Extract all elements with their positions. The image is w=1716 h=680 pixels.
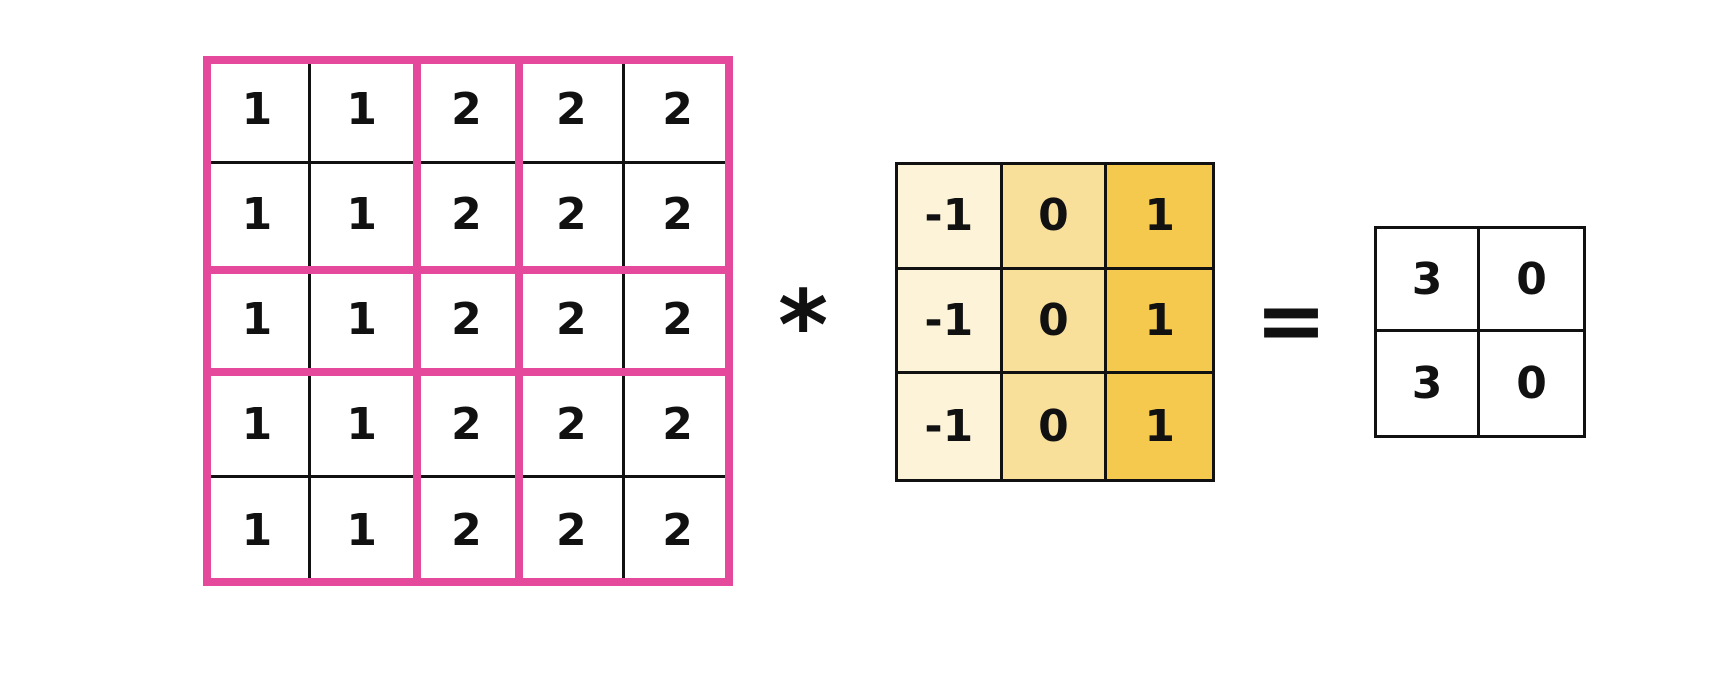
input-cell: 1 (206, 268, 311, 374)
convolution-operator: * (778, 270, 829, 382)
output-cell: 0 (1516, 358, 1547, 409)
input-cell: 2 (416, 478, 521, 583)
input-cell: 1 (206, 373, 311, 479)
input-cell: 1 (206, 478, 311, 583)
equals-operator: = (1255, 271, 1328, 371)
input-cell: 1 (206, 59, 311, 164)
input-cell: 1 (311, 478, 416, 583)
input-cell: 1 (206, 163, 311, 269)
output-cell: 0 (1480, 229, 1583, 332)
kernel-cell: -1 (898, 374, 1003, 479)
output-matrix: 3 0 3 0 (1374, 226, 1586, 438)
input-cell: 2 (415, 59, 521, 164)
input-cell: 2 (520, 163, 626, 269)
input-cell: 2 (625, 269, 730, 374)
input-cell: 2 (662, 505, 693, 557)
kernel-cell: 1 (1107, 374, 1212, 479)
input-matrix: 1 1 2 2 2 1 1 2 2 2 1 1 2 2 2 1 1 2 2 2 … (203, 56, 733, 586)
input-cell: 2 (520, 59, 626, 164)
kernel-cell: 1 (1107, 165, 1212, 270)
kernel-cell: 0 (1002, 165, 1108, 270)
output-cell: 3 (1377, 229, 1480, 332)
kernel-cell: 0 (1002, 374, 1108, 479)
input-cell: 2 (520, 373, 626, 479)
input-cell: 2 (415, 268, 521, 374)
input-cell: 2 (520, 268, 626, 374)
input-cell: 2 (625, 59, 730, 164)
input-cell: 1 (310, 268, 416, 374)
kernel-matrix: -1 0 1 -1 0 1 -1 0 1 (895, 162, 1215, 482)
input-cell: 2 (415, 163, 521, 269)
input-cell: 1 (310, 59, 416, 164)
input-cell: 2 (520, 478, 626, 583)
input-cell: 1 (310, 163, 416, 269)
input-cell: 2 (625, 373, 730, 479)
kernel-cell: -1 (898, 165, 1003, 270)
kernel-cell: 0 (1002, 269, 1108, 375)
input-cell: 2 (415, 373, 521, 479)
kernel-cell: 1 (1107, 269, 1212, 375)
kernel-cell: -1 (898, 269, 1003, 375)
output-cell: 3 (1377, 332, 1480, 435)
input-cell: 2 (625, 164, 730, 269)
input-cell: 1 (310, 373, 416, 479)
